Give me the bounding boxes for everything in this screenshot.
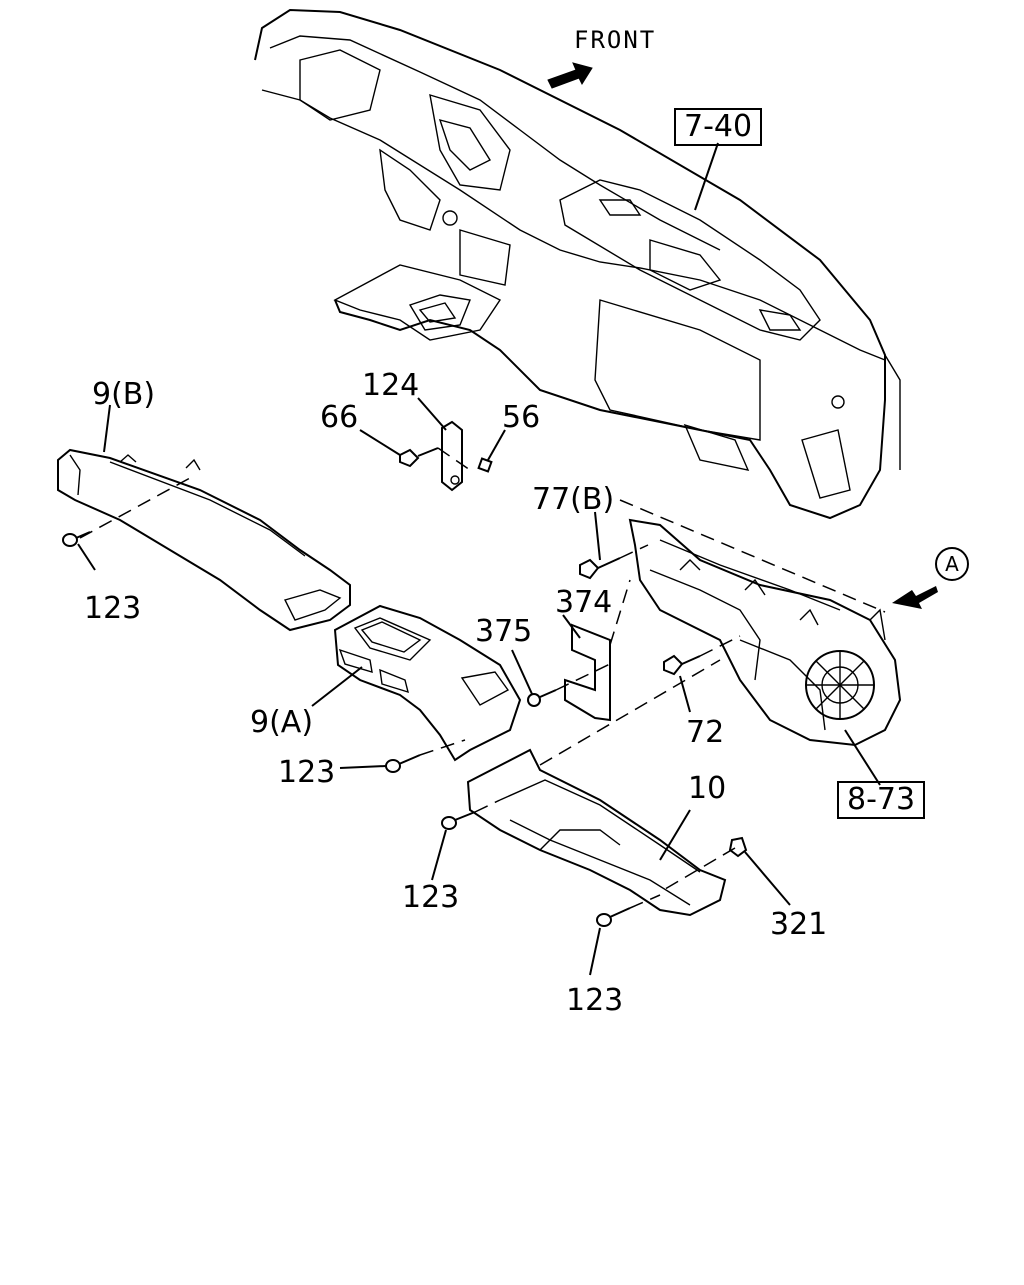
view-marker: A bbox=[935, 547, 969, 581]
callout-66: 66 bbox=[320, 400, 359, 435]
callout-123-a: 123 bbox=[84, 591, 142, 626]
heater-blower-unit bbox=[628, 518, 902, 786]
ref-dashboard: 7-40 bbox=[674, 108, 763, 146]
duct-10 bbox=[466, 748, 727, 917]
front-label: FRONT bbox=[574, 26, 657, 54]
ref-blower: 8-73 bbox=[837, 781, 926, 819]
callout-72: 72 bbox=[686, 715, 725, 750]
front-arrow-icon bbox=[547, 62, 593, 89]
callout-123-b: 123 bbox=[278, 755, 336, 790]
nut-56-icon bbox=[477, 429, 506, 473]
bolt-77b-icon bbox=[579, 511, 621, 580]
callout-10: 10 bbox=[688, 771, 727, 806]
screw-123-lower-left-icon bbox=[431, 811, 476, 881]
clip-321-icon bbox=[728, 836, 791, 906]
callout-77b: 77(B) bbox=[532, 482, 615, 517]
callout-124: 124 bbox=[362, 368, 420, 403]
dashboard-assembly bbox=[254, 8, 901, 520]
duct-9b bbox=[57, 448, 351, 632]
callout-9b: 9(B) bbox=[92, 377, 156, 412]
duct-9a bbox=[311, 604, 522, 762]
bracket-124 bbox=[417, 397, 463, 492]
screw-375-icon bbox=[511, 649, 557, 707]
screw-123-middle-icon bbox=[339, 754, 421, 773]
callout-374: 374 bbox=[555, 585, 613, 620]
callout-375: 375 bbox=[475, 614, 533, 649]
screw-123-left-icon bbox=[62, 531, 91, 547]
callout-321: 321 bbox=[770, 907, 828, 942]
bolt-66-icon bbox=[359, 429, 439, 468]
bolt-72-icon bbox=[663, 654, 701, 713]
callout-123-c: 123 bbox=[402, 880, 460, 915]
callout-56: 56 bbox=[502, 400, 541, 435]
bracket-374 bbox=[562, 614, 611, 722]
view-a-arrow-icon bbox=[892, 586, 938, 609]
screw-123-bottom-icon bbox=[589, 907, 631, 976]
callout-9a: 9(A) bbox=[250, 705, 314, 740]
callout-123-d: 123 bbox=[566, 983, 624, 1018]
